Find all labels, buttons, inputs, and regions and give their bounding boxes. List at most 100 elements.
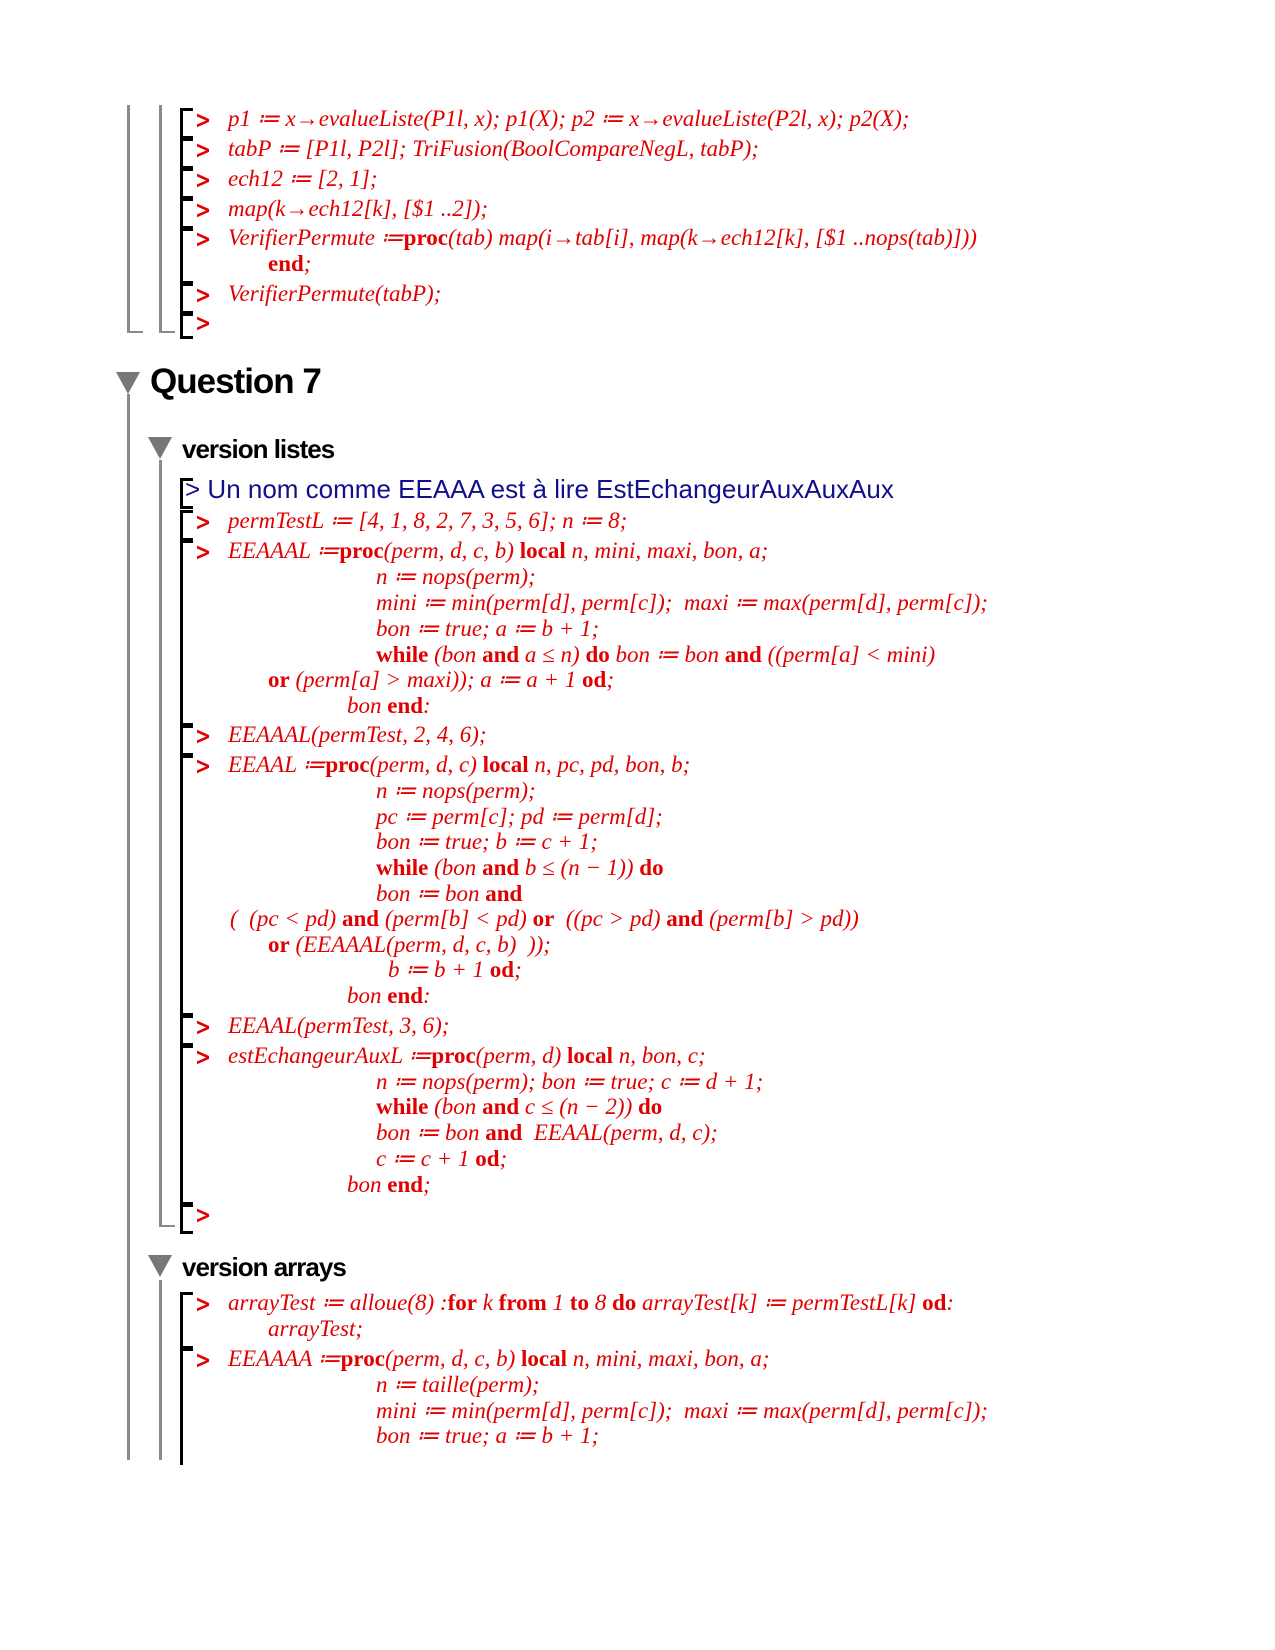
execution-group-bracket[interactable] bbox=[180, 228, 193, 284]
execution-group-bracket[interactable] bbox=[180, 168, 193, 199]
code-line[interactable]: map(k→ech12[k], [$1 ..2]); bbox=[228, 196, 488, 222]
input-prompt-icon[interactable]: > bbox=[195, 281, 212, 309]
code-line[interactable]: EEAAL(permTest, 3, 6); bbox=[228, 1013, 449, 1039]
code-line[interactable]: EEAAAL ≔proc(perm, d, c, b) local n, min… bbox=[228, 538, 768, 564]
input-prompt-icon[interactable]: > bbox=[195, 1013, 212, 1041]
input-prompt-icon[interactable]: > bbox=[195, 106, 212, 134]
code-text: EEAAL ≔ bbox=[228, 752, 326, 777]
section-bar-inner[interactable] bbox=[159, 105, 162, 333]
code-line[interactable]: tabP ≔ [P1l, P2l]; TriFusion(BoolCompare… bbox=[228, 136, 759, 162]
code-line[interactable]: estEchangeurAuxL ≔proc(perm, d) local n,… bbox=[228, 1043, 706, 1069]
code-line[interactable]: or (EEAAAL(perm, d, c, b) )); bbox=[268, 932, 551, 958]
code-text: c ≔ c + 1 bbox=[376, 1146, 476, 1171]
keyword: and bbox=[341, 906, 380, 931]
prompt-symbol: > bbox=[185, 474, 201, 504]
text-comment[interactable]: > Un nom comme EEAAA est à lire EstEchan… bbox=[185, 474, 894, 505]
code-line[interactable]: arrayTest; bbox=[268, 1316, 363, 1342]
input-prompt-icon[interactable]: > bbox=[195, 196, 212, 224]
code-line[interactable]: pc ≔ perm[c]; pd ≔ perm[d]; bbox=[376, 804, 663, 830]
keyword: od bbox=[582, 667, 607, 692]
execution-group-bracket[interactable] bbox=[180, 1204, 193, 1234]
code-line[interactable]: c ≔ c + 1 od; bbox=[376, 1146, 507, 1172]
input-prompt-icon[interactable]: > bbox=[195, 752, 212, 780]
code-text: 8 bbox=[588, 1290, 612, 1315]
code-text: p1 ≔ x→evalueListe(P1l, x); p1(X); p2 ≔ … bbox=[228, 106, 910, 131]
code-text: ((perm[a] < mini) bbox=[761, 642, 936, 667]
collapse-triangle-icon[interactable] bbox=[116, 372, 140, 394]
execution-group-bracket[interactable] bbox=[180, 540, 193, 726]
code-line[interactable]: while (bon and c ≤ (n − 2)) do bbox=[376, 1094, 662, 1120]
code-line[interactable]: EEAAAL(permTest, 2, 4, 6); bbox=[228, 722, 487, 748]
input-prompt-icon[interactable]: > bbox=[195, 508, 212, 536]
code-line[interactable]: bon end; bbox=[347, 1172, 431, 1198]
code-line[interactable]: bon ≔ bon and bbox=[376, 881, 522, 907]
code-line[interactable]: bon end: bbox=[347, 693, 431, 719]
execution-group-bracket[interactable] bbox=[180, 1045, 193, 1205]
collapse-triangle-icon[interactable] bbox=[148, 437, 172, 459]
code-line[interactable]: EEAAAA ≔proc(perm, d, c, b) local n, min… bbox=[228, 1346, 770, 1372]
input-prompt-icon[interactable]: > bbox=[195, 1201, 212, 1229]
execution-group-bracket[interactable] bbox=[180, 1348, 193, 1465]
code-line[interactable]: bon ≔ true; a ≔ b + 1; bbox=[376, 616, 599, 642]
code-text: bon ≔ true; a ≔ b + 1; bbox=[376, 1423, 600, 1448]
code-line[interactable]: mini ≔ min(perm[d], perm[c]); maxi ≔ max… bbox=[376, 1398, 988, 1424]
code-line[interactable]: n ≔ nops(perm); bbox=[376, 564, 536, 590]
code-line[interactable]: VerifierPermute ≔proc(tab) map(i→tab[i],… bbox=[228, 225, 977, 251]
input-prompt-icon[interactable]: > bbox=[195, 538, 212, 566]
execution-group-bracket[interactable] bbox=[180, 725, 193, 756]
execution-group-bracket[interactable] bbox=[180, 108, 193, 139]
code-line[interactable]: bon ≔ true; b ≔ c + 1; bbox=[376, 829, 598, 855]
keyword: do bbox=[638, 1094, 663, 1119]
code-text: : bbox=[946, 1290, 955, 1315]
keyword: local bbox=[519, 538, 566, 563]
execution-group-bracket[interactable] bbox=[180, 283, 193, 314]
code-line[interactable]: b ≔ b + 1 od; bbox=[388, 957, 522, 983]
keyword: proc bbox=[339, 538, 384, 563]
code-line[interactable]: n ≔ taille(perm); bbox=[376, 1372, 540, 1398]
input-prompt-icon[interactable]: > bbox=[195, 1290, 212, 1318]
code-line[interactable]: n ≔ nops(perm); bbox=[376, 778, 536, 804]
input-prompt-icon[interactable]: > bbox=[195, 225, 212, 253]
collapse-triangle-icon[interactable] bbox=[148, 1255, 172, 1277]
code-text: tabP ≔ [P1l, P2l]; TriFusion(BoolCompare… bbox=[228, 136, 759, 161]
code-line[interactable]: bon end: bbox=[347, 983, 431, 1009]
input-prompt-icon[interactable]: > bbox=[195, 722, 212, 750]
execution-group-bracket[interactable] bbox=[180, 510, 193, 541]
section-bar-version-arrays[interactable] bbox=[159, 1280, 162, 1460]
execution-group-bracket[interactable] bbox=[180, 313, 193, 339]
code-line[interactable]: end; bbox=[268, 251, 311, 277]
code-line[interactable]: EEAAL ≔proc(perm, d, c) local n, pc, pd,… bbox=[228, 752, 690, 778]
code-line[interactable]: p1 ≔ x→evalueListe(P1l, x); p1(X); p2 ≔ … bbox=[228, 106, 909, 132]
input-prompt-icon[interactable]: > bbox=[195, 309, 212, 337]
code-line[interactable]: n ≔ nops(perm); bon ≔ true; c ≔ d + 1; bbox=[376, 1069, 763, 1095]
section-bar-question7[interactable] bbox=[127, 394, 130, 1460]
code-line[interactable]: while (bon and b ≤ (n − 1)) do bbox=[376, 855, 664, 881]
input-prompt-icon[interactable]: > bbox=[195, 166, 212, 194]
code-line[interactable]: VerifierPermute(tabP); bbox=[228, 281, 441, 307]
code-line[interactable]: or (perm[a] > maxi)); a ≔ a + 1 od; bbox=[268, 667, 614, 693]
execution-group-bracket[interactable] bbox=[180, 138, 193, 169]
code-line[interactable]: bon ≔ bon and EEAAL(perm, d, c); bbox=[376, 1120, 718, 1146]
execution-group-bracket[interactable] bbox=[180, 198, 193, 229]
execution-group-bracket[interactable] bbox=[180, 478, 193, 509]
code-line[interactable]: permTestL ≔ [4, 1, 8, 2, 7, 3, 5, 6]; n … bbox=[228, 508, 627, 534]
code-line[interactable]: mini ≔ min(perm[d], perm[c]); maxi ≔ max… bbox=[376, 590, 988, 616]
code-line[interactable]: ( (pc < pd) and (perm[b] < pd) or ((pc >… bbox=[230, 906, 859, 932]
code-text: bon bbox=[347, 1172, 388, 1197]
execution-group-bracket[interactable] bbox=[180, 1292, 193, 1349]
section-bar-version-listes[interactable] bbox=[159, 460, 162, 1227]
execution-group-bracket[interactable] bbox=[180, 755, 193, 1016]
input-prompt-icon[interactable]: > bbox=[195, 1043, 212, 1071]
code-text: (perm, d, c, b) bbox=[384, 1346, 521, 1371]
input-prompt-icon[interactable]: > bbox=[195, 1346, 212, 1374]
keyword: and bbox=[485, 1120, 523, 1145]
code-text: : bbox=[423, 983, 431, 1008]
code-line[interactable]: ech12 ≔ [2, 1]; bbox=[228, 166, 377, 192]
code-line[interactable]: bon ≔ true; a ≔ b + 1; bbox=[376, 1423, 599, 1449]
execution-group-bracket[interactable] bbox=[180, 1015, 193, 1046]
section-bar-outer[interactable] bbox=[127, 105, 130, 333]
input-prompt-icon[interactable]: > bbox=[195, 136, 212, 164]
code-line[interactable]: arrayTest ≔ alloue(8) :for k from 1 to 8… bbox=[228, 1290, 954, 1316]
code-text: b ≔ b + 1 bbox=[388, 957, 490, 982]
code-line[interactable]: while (bon and a ≤ n) do bon ≔ bon and (… bbox=[376, 642, 935, 668]
